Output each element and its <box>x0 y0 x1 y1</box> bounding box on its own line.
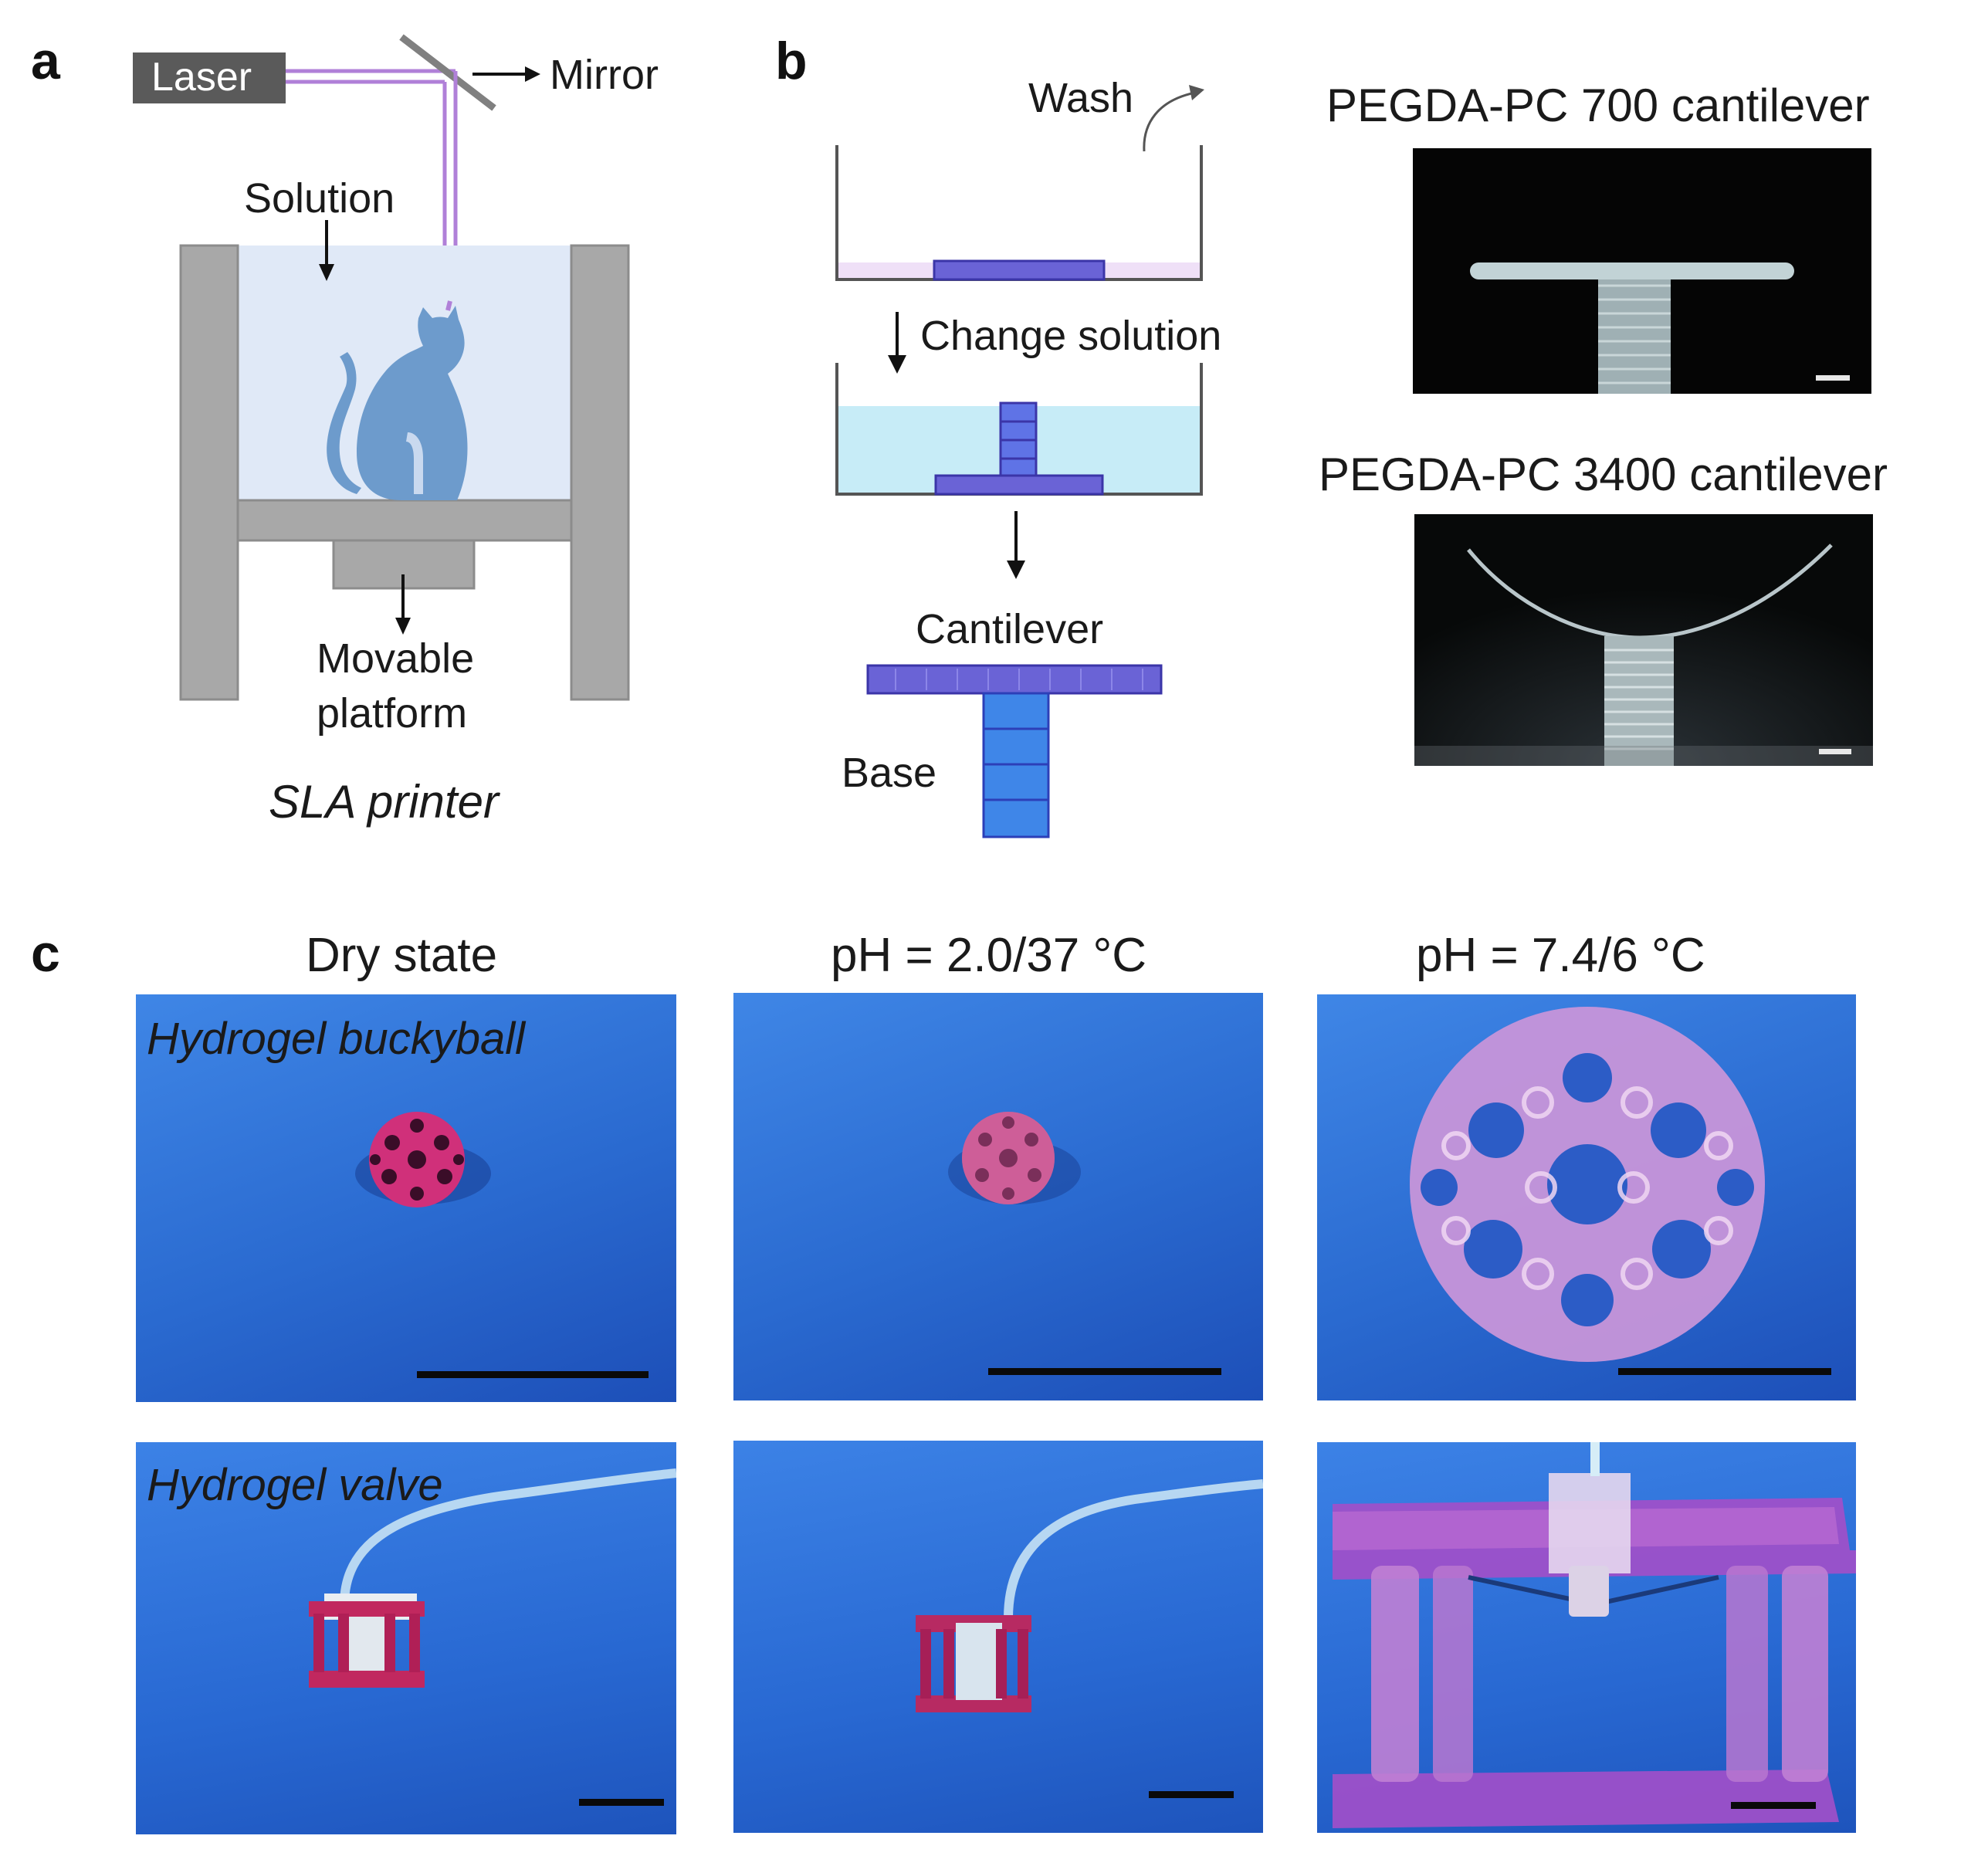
column-title-dry-state: Dry state <box>306 929 498 982</box>
scale-bar <box>579 1799 664 1806</box>
hydrogel-buckyball-label: Hydrogel buckyball <box>147 1014 526 1064</box>
printed-layer <box>933 259 1106 281</box>
platform-bar <box>236 499 573 542</box>
laser-box <box>133 52 286 103</box>
wash-container <box>835 145 1203 281</box>
solution-label: Solution <box>244 175 395 222</box>
pegda-3400-photo <box>1414 514 1873 766</box>
cantilever-beam <box>866 664 1163 695</box>
scale-bar <box>1731 1802 1816 1809</box>
frame-right-pillar <box>570 244 630 701</box>
valve-dry-photo <box>136 1442 676 1834</box>
panel-label-b: b <box>775 32 808 90</box>
valve-ph2-photo <box>733 1441 1263 1833</box>
scale-bar <box>1819 749 1851 754</box>
buckyball-ph7-photo <box>1317 994 1856 1400</box>
panel-label-a: a <box>31 32 60 90</box>
cat-silhouette-icon <box>327 306 468 500</box>
pegda-700-photo <box>1413 148 1871 394</box>
cantilever-base <box>982 692 1050 838</box>
platform-label-line2: platform <box>317 690 468 737</box>
column-title-ph-7: pH = 7.4/6 °C <box>1416 929 1705 982</box>
panel-label-c: c <box>31 924 60 983</box>
cantilever-label: Cantilever <box>916 606 1104 652</box>
scale-bar <box>1816 375 1850 381</box>
printing-column <box>999 401 1038 477</box>
scale-bar <box>1149 1791 1234 1798</box>
buckyball-ph2-photo <box>733 993 1263 1400</box>
sla-printer-diagram <box>133 34 630 701</box>
frame-left-pillar <box>179 244 239 701</box>
mirror-icon <box>399 34 496 111</box>
platform-label-line1: Movable <box>317 635 475 682</box>
buckyball-dry-photo <box>136 994 676 1402</box>
valve-ph7-photo <box>1317 1442 1856 1833</box>
mirror-label: Mirror <box>550 52 659 98</box>
column-title-ph-2: pH = 2.0/37 °C <box>831 929 1147 982</box>
hydrogel-valve-label: Hydrogel valve <box>147 1460 443 1510</box>
scale-bar <box>1618 1368 1831 1375</box>
laser-label: Laser <box>151 55 252 100</box>
pegda-700-title: PEGDA-PC 700 cantilever <box>1326 80 1870 131</box>
sla-printer-caption: SLA printer <box>269 776 499 828</box>
cantilever-fabrication-diagram <box>835 85 1204 838</box>
wash-label: Wash <box>1028 75 1134 121</box>
change-solution-label: Change solution <box>920 313 1222 359</box>
scale-bar <box>988 1368 1221 1375</box>
pegda-3400-title: PEGDA-PC 3400 cantilever <box>1319 449 1888 500</box>
scale-bar <box>417 1371 649 1378</box>
base-label: Base <box>842 750 937 796</box>
